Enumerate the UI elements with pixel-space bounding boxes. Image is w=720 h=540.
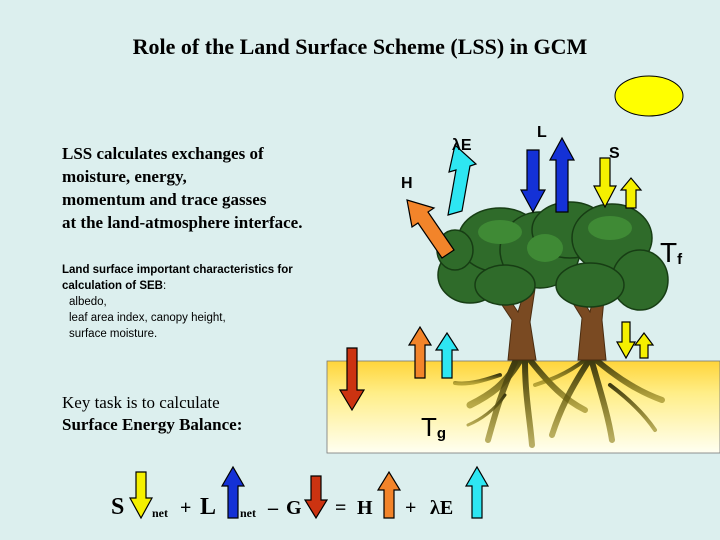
label-sensible-heat: H (401, 175, 413, 192)
slide-title: Role of the Land Surface Scheme (LSS) in… (132, 34, 588, 59)
longwave-up-arrow (548, 136, 576, 213)
eq-g: G (286, 497, 302, 519)
key-task: Key task is to calculate Surface Energy … (62, 392, 322, 436)
intro-line-1: LSS calculates exchanges of (62, 144, 264, 163)
eq-net-2: net (240, 506, 256, 520)
eq-lambda-e-arrow-icon (464, 465, 490, 519)
label-longwave: L (537, 124, 547, 141)
eq-h: H (357, 497, 373, 519)
characteristic-item: leaf area index, canopy height, (69, 312, 226, 324)
key-task-line-2: Surface Energy Balance: (62, 415, 243, 434)
sensible-heat-arrow (406, 199, 455, 259)
label-ground-temp: Tg (421, 412, 446, 442)
tree-roots (453, 356, 665, 448)
shortwave-down-arrow (593, 157, 617, 209)
intro-line-3: momentum and trace gasses (62, 190, 267, 209)
eq-l: L (200, 494, 216, 520)
eq-g-arrow-icon (303, 475, 329, 520)
characteristic-item: albedo, (69, 296, 107, 308)
sun (614, 75, 684, 117)
intro-line-4: at the land-atmosphere interface. (62, 213, 303, 232)
ground-sensible-arrow (407, 325, 433, 379)
characteristics-block: Land surface important characteristics f… (62, 262, 332, 342)
characteristic-item: surface moisture. (69, 328, 158, 340)
label-foliage-temp: Tf (660, 237, 683, 268)
characteristics-colon: : (162, 280, 167, 292)
ground-shortwave-down-arrow (615, 321, 637, 360)
ground-lambda-e-arrow (434, 331, 460, 379)
lss-description: LSS calculates exchanges of moisture, en… (62, 142, 362, 234)
ground-shortwave-up-arrow (633, 332, 655, 359)
eq-h-arrow-icon (376, 470, 402, 519)
foliage-highlights (478, 216, 632, 262)
eq-s-arrow-icon (128, 471, 154, 520)
label-shortwave: S (609, 145, 620, 162)
eq-equals: = (335, 497, 346, 519)
eq-minus: – (267, 497, 279, 519)
label-latent-heat: λE (452, 137, 472, 154)
intro-line-2: moisture, energy, (62, 167, 187, 186)
ground-heat-arrow (338, 347, 366, 412)
eq-s: S (111, 494, 124, 520)
lambda-e-arrow (447, 143, 478, 216)
eq-plus-1: + (180, 497, 191, 519)
eq-l-arrow-icon (220, 465, 246, 519)
eq-plus-2: + (405, 497, 416, 519)
characteristics-heading: Land surface important characteristics f… (62, 264, 293, 292)
key-task-line-1: Key task is to calculate (62, 393, 220, 412)
shortwave-up-arrow (619, 177, 643, 209)
eq-lambda-e: λE (430, 497, 453, 519)
longwave-down-arrow (519, 149, 547, 214)
eq-net-1: net (152, 506, 168, 520)
